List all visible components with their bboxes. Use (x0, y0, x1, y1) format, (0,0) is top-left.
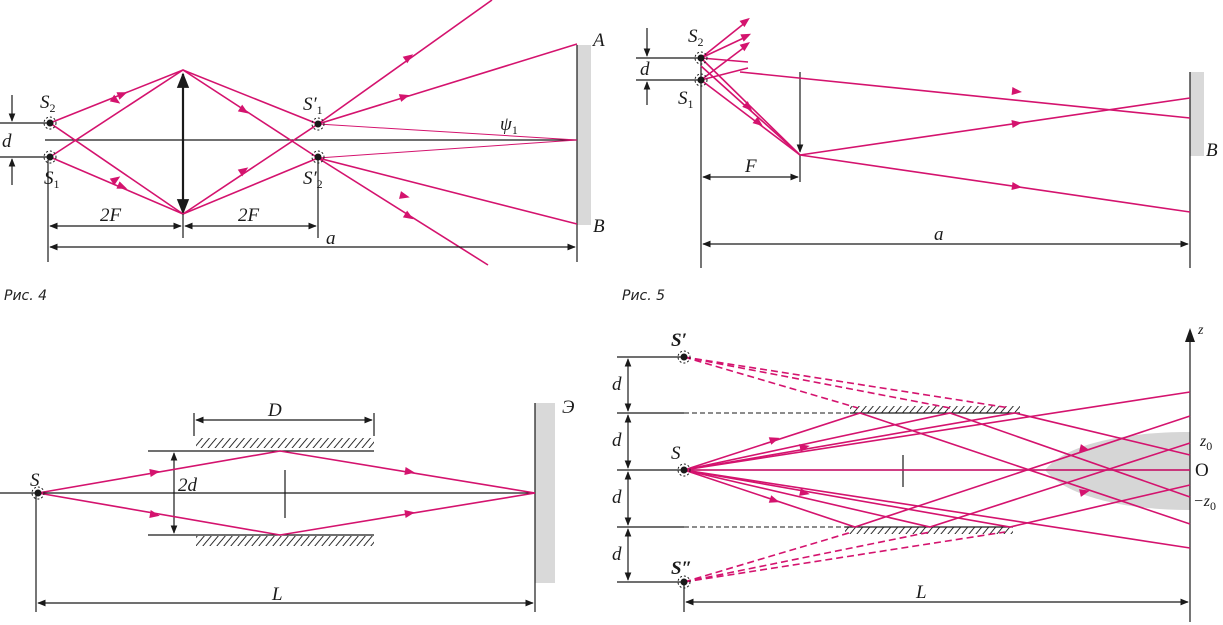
fig5-label-S1: S1 (678, 88, 694, 111)
fig5-rays (700, 17, 1191, 213)
fig5-label-d: d (640, 59, 650, 80)
fig7-label-O: O (1195, 460, 1209, 481)
fig7-label-S: S (671, 443, 681, 464)
fig4-caption: Рис. 4 (4, 288, 47, 304)
fig7-label-d3: d (612, 487, 622, 508)
fig4-label-2F-left: 2F (100, 205, 122, 226)
figure-6: S D 2d L Э (0, 397, 574, 612)
fig4-label-A: A (591, 30, 605, 51)
fig6-label-E: Э (562, 397, 574, 418)
fig4-label-d: d (2, 131, 12, 152)
fig6-label-2d: 2d (178, 475, 198, 496)
fig5-label-F: F (744, 156, 757, 177)
fig6-rays (37, 450, 536, 536)
fig5-label-B: B (1206, 140, 1218, 161)
fig5-screen (1190, 72, 1204, 156)
fig6-label-L: L (271, 584, 283, 605)
fig4-label-B: B (593, 216, 605, 237)
figure-7: S′ S S″ d d d d L O z z0 −z0 (612, 323, 1216, 622)
fig7-label-L: L (915, 582, 927, 603)
fig6-screen (535, 403, 555, 583)
fig4-label-2F-right: 2F (238, 205, 260, 226)
fig7-label-z: z (1197, 323, 1204, 338)
fig5-caption: Рис. 5 (622, 288, 665, 304)
fig4-label-psi: ψ1 (500, 114, 518, 137)
fig4-label-S1: S1 (44, 168, 60, 191)
fig7-label-z0: z0 (1199, 433, 1212, 453)
figure-4: S2 S1 S′1 S′2 d 2F 2F a ψ1 A B Рис. 4 (0, 0, 605, 304)
fig7-rays (683, 356, 1191, 583)
fig7-label-d1: d (612, 374, 622, 395)
fig4-screen (577, 45, 591, 225)
fig7-label-d4: d (612, 544, 622, 565)
fig7-label-S-prime: S′ (671, 330, 687, 351)
fig4-label-a: a (326, 228, 336, 249)
fig4-label-S2: S2 (40, 92, 56, 115)
fig4-label-S1-prime: S′1 (303, 94, 323, 117)
figure-5: S2 S1 d F a B Рис. 5 (622, 17, 1218, 304)
fig5-label-S2: S2 (688, 26, 704, 49)
fig6-label-S: S (30, 470, 40, 491)
fig5-label-a: a (934, 224, 944, 245)
fig4-label-S2-prime: S′2 (303, 168, 323, 191)
fig7-label-minus-z0: −z0 (1193, 493, 1216, 513)
fig7-label-d2: d (612, 430, 622, 451)
fig6-label-D: D (267, 400, 282, 421)
fig4-rays (49, 0, 578, 266)
fig7-label-S-double-prime: S″ (671, 558, 692, 579)
